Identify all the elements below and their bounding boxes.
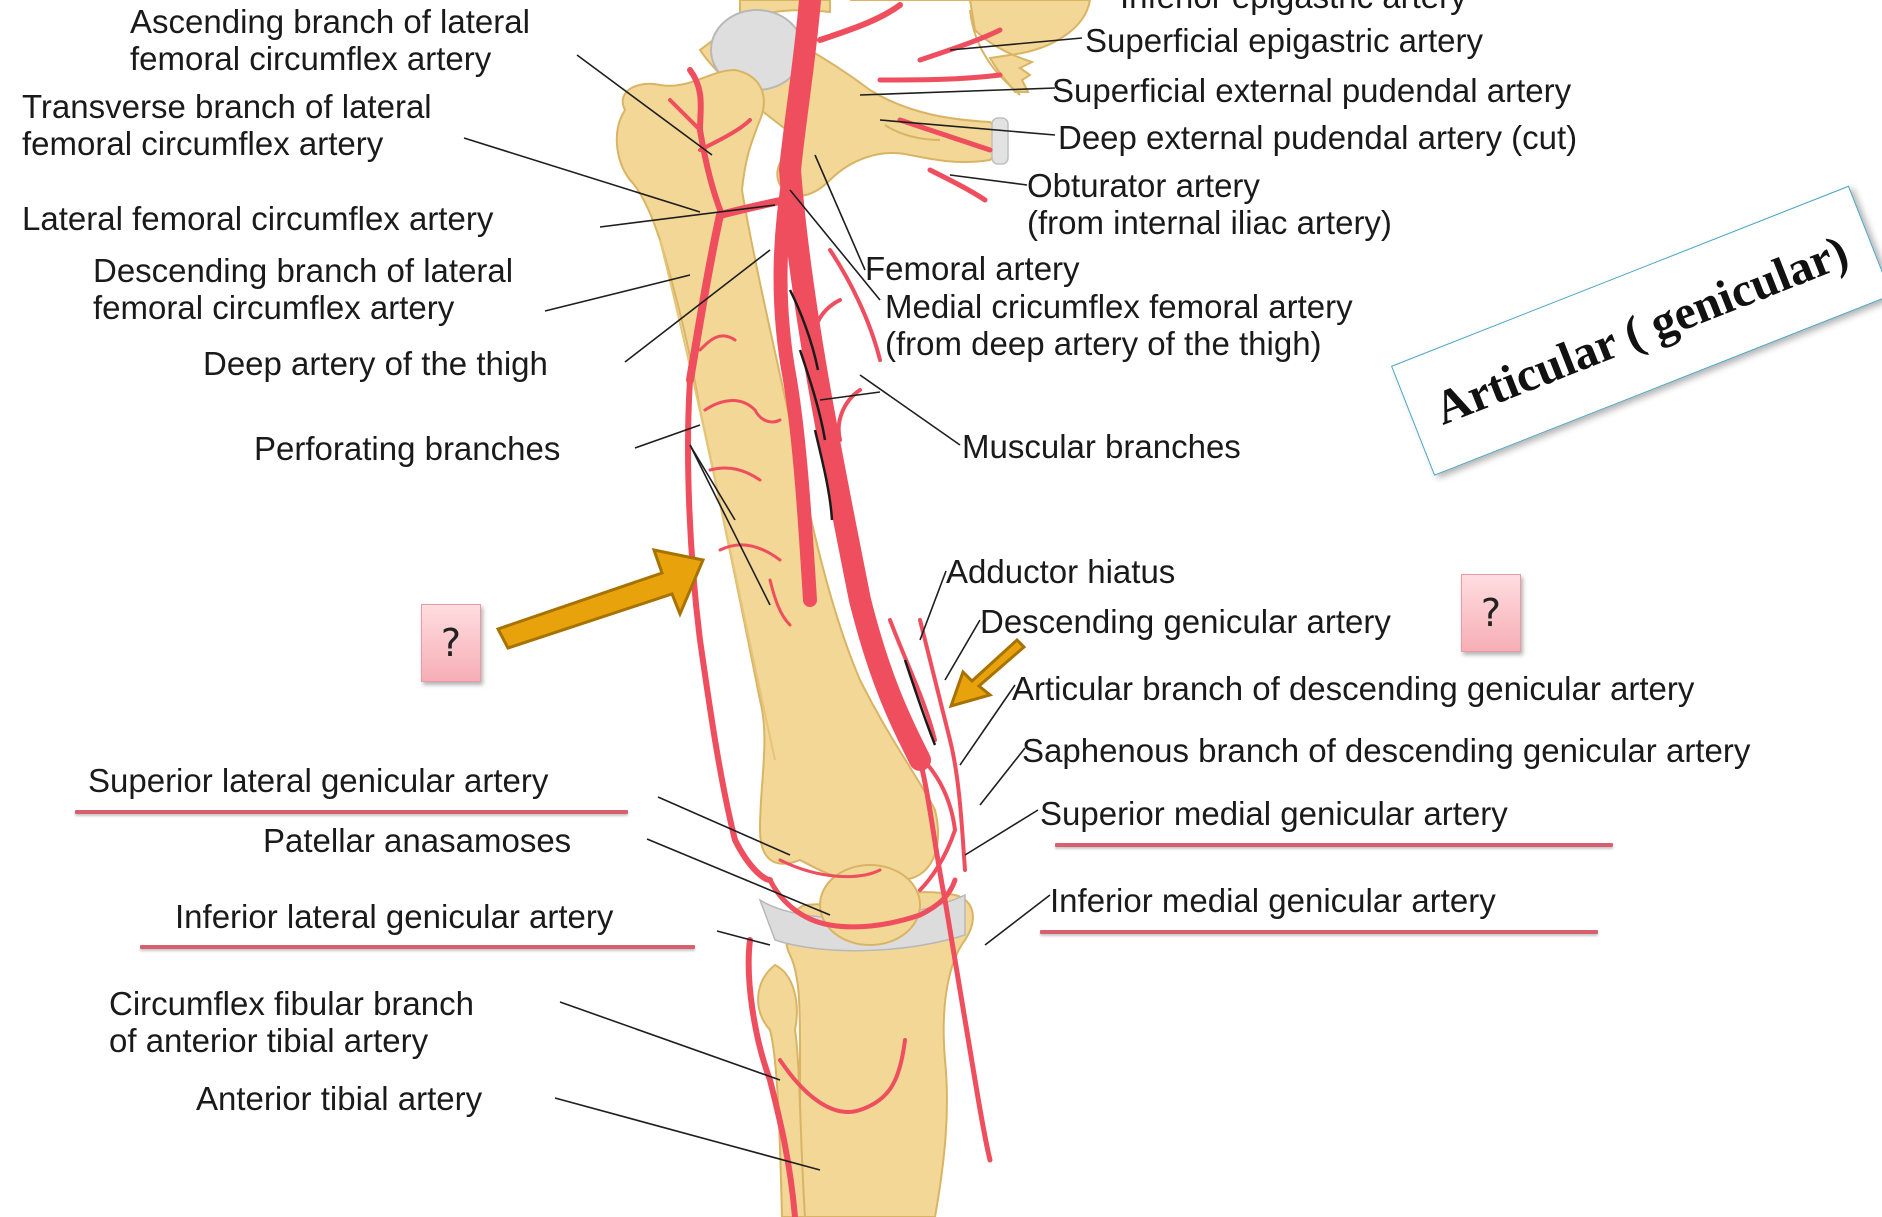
label-patellar-anastomoses: Patellar anasamoses <box>263 822 571 859</box>
label-descending-branch-lfca: Descending branch of lateral femoral cir… <box>93 252 513 326</box>
label-deep-external-pudendal-artery: Deep external pudendal artery (cut) <box>1058 119 1577 156</box>
label-line: Medial cricumflex femoral artery <box>885 288 1353 325</box>
label-line: femoral circumflex artery <box>93 289 513 326</box>
label-line: Obturator artery <box>1027 167 1392 204</box>
label-lateral-femoral-circumflex-artery: Lateral femoral circumflex artery <box>22 200 493 237</box>
label-line: Descending branch of lateral <box>93 252 513 289</box>
label-line: (from internal iliac artery) <box>1027 204 1392 241</box>
underline <box>75 810 628 814</box>
label-saphenous-branch-descending-genicular: Saphenous branch of descending genicular… <box>1022 732 1750 769</box>
label-inferior-epigastric-artery: Inferior epigastric artery <box>1120 0 1467 15</box>
highlight-arrow-large <box>498 550 703 648</box>
label-line: of anterior tibial artery <box>109 1022 474 1059</box>
label-transverse-branch-lfca: Transverse branch of lateral femoral cir… <box>22 88 432 162</box>
label-line: Transverse branch of lateral <box>22 88 432 125</box>
label-articular-branch-descending-genicular: Articular branch of descending genicular… <box>1012 670 1694 707</box>
question-box-left: ? <box>421 604 481 682</box>
label-inferior-lateral-genicular-artery: Inferior lateral genicular artery <box>175 898 613 935</box>
underline <box>1055 843 1613 847</box>
label-line: Ascending branch of lateral <box>130 3 530 40</box>
label-superficial-epigastric-artery: Superficial epigastric artery <box>1085 22 1483 59</box>
label-line: Circumflex fibular branch <box>109 985 474 1022</box>
label-descending-genicular-artery: Descending genicular artery <box>980 603 1391 640</box>
label-muscular-branches: Muscular branches <box>962 428 1241 465</box>
underline <box>140 945 695 949</box>
label-deep-artery-of-thigh: Deep artery of the thigh <box>203 345 548 382</box>
label-perforating-branches: Perforating branches <box>254 430 560 467</box>
label-superficial-external-pudendal-artery: Superficial external pudendal artery <box>1052 72 1571 109</box>
label-adductor-hiatus: Adductor hiatus <box>946 553 1175 590</box>
label-line: femoral circumflex artery <box>22 125 432 162</box>
label-superior-medial-genicular-artery: Superior medial genicular artery <box>1040 795 1508 832</box>
label-medial-circumflex-femoral-artery: Medial cricumflex femoral artery (from d… <box>885 288 1353 362</box>
label-ascending-branch-lfca: Ascending branch of lateral femoral circ… <box>130 3 530 77</box>
label-circumflex-fibular-branch: Circumflex fibular branch of anterior ti… <box>109 985 474 1059</box>
label-anterior-tibial-artery: Anterior tibial artery <box>196 1080 482 1117</box>
label-superior-lateral-genicular-artery: Superior lateral genicular artery <box>88 762 548 799</box>
label-obturator-artery: Obturator artery (from internal iliac ar… <box>1027 167 1392 241</box>
label-inferior-medial-genicular-artery: Inferior medial genicular artery <box>1050 882 1496 919</box>
underline <box>1040 930 1598 934</box>
label-line: (from deep artery of the thigh) <box>885 325 1353 362</box>
label-line: femoral circumflex artery <box>130 40 530 77</box>
label-femoral-artery: Femoral artery <box>865 250 1080 287</box>
question-box-right: ? <box>1461 574 1521 652</box>
